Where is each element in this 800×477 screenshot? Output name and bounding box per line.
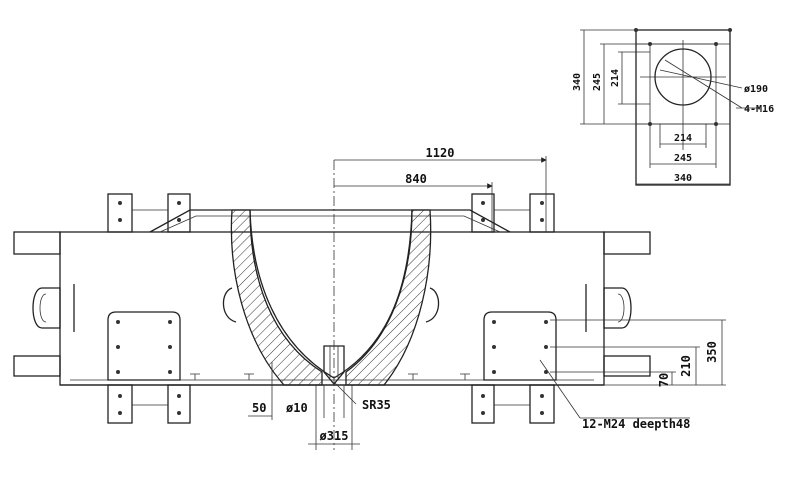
dia-315-label: ø315 [320, 429, 349, 443]
bolt-note-label: 12-M24 deepth48 [582, 417, 690, 431]
right-lug [603, 287, 632, 329]
top-245-h-label: 245 [592, 73, 603, 91]
bracket-top-right [471, 193, 555, 233]
height-350-label: 350 [705, 341, 719, 363]
bottom-studs [190, 373, 470, 380]
nozzle [323, 345, 345, 386]
left-top-tab [13, 231, 61, 255]
top-245-w-label: 245 [674, 153, 692, 164]
bowl-section-left [230, 209, 323, 386]
width-840-label: 840 [405, 172, 427, 186]
left-plate [107, 311, 181, 381]
dim-50-label: 50 [252, 401, 266, 415]
top-214-h-label: 214 [610, 69, 621, 87]
height-70-label: 70 [657, 373, 671, 387]
right-top-tab [603, 231, 651, 255]
flange-top-view: 340 245 214 ø190 4-M16 214 245 340 [572, 28, 774, 186]
sr-35-label: SR35 [362, 398, 391, 412]
main-body [13, 160, 651, 450]
top-214-w-label: 214 [674, 133, 692, 144]
top-rim [149, 209, 511, 233]
top-dia-190-label: ø190 [744, 84, 768, 95]
bracket-bottom-right [471, 384, 555, 424]
top-340-w-label: 340 [674, 173, 692, 184]
height-210-label: 210 [679, 355, 693, 377]
right-plate [483, 311, 557, 381]
top-340-h-label: 340 [572, 73, 583, 91]
main-dimensions: 1120 840 350 210 70 12-M24 deepth48 50 ø… [248, 146, 726, 450]
dia-10-label: ø10 [286, 401, 308, 415]
flange-outline [635, 29, 731, 186]
width-1120-label: 1120 [426, 146, 455, 160]
body-outline [59, 231, 605, 386]
bracket-top-left [107, 193, 191, 233]
right-bottom-tab [603, 355, 651, 377]
left-lug [32, 287, 61, 329]
left-bottom-tab [13, 355, 61, 377]
top-m16-label: 4-M16 [744, 104, 774, 115]
bracket-bottom-left [107, 384, 191, 424]
